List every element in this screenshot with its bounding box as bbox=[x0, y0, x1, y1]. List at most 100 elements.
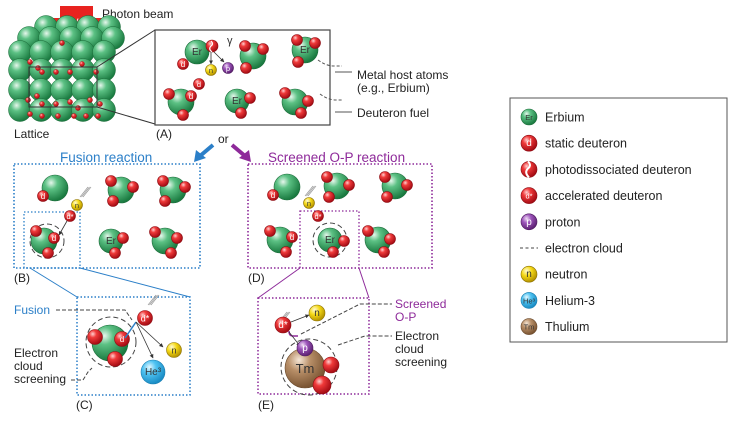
panel-e-label: (E) bbox=[258, 398, 274, 412]
op-label-1: Screened bbox=[395, 297, 446, 311]
lattice-deuteron bbox=[39, 69, 45, 75]
deuteron-symbol: d bbox=[52, 234, 56, 243]
op-screening-label-2: cloud bbox=[395, 342, 424, 356]
deuteron bbox=[323, 191, 335, 203]
deuteron bbox=[291, 34, 303, 46]
legend-item: d* accelerated deuteron bbox=[520, 187, 662, 204]
lattice-deuteron bbox=[83, 113, 89, 119]
callout-deuteron-label: Deuteron fuel bbox=[357, 106, 429, 120]
deuteron: d bbox=[267, 189, 279, 201]
lattice-deuteron bbox=[87, 97, 93, 103]
motion-trail bbox=[304, 185, 314, 197]
deuteron bbox=[109, 247, 121, 259]
lattice-deuteron bbox=[53, 101, 59, 107]
deuteron: d* bbox=[274, 316, 292, 334]
lattice-atom bbox=[92, 98, 116, 122]
neutron-symbol: n bbox=[307, 199, 311, 208]
motion-trail bbox=[79, 186, 89, 198]
svg-text:d*: d* bbox=[525, 192, 532, 201]
legend-label: Thulium bbox=[545, 320, 589, 334]
or-label: or bbox=[218, 132, 229, 146]
lattice-deuteron bbox=[35, 65, 41, 71]
deuteron-symbol: d* bbox=[278, 320, 288, 331]
zoom-line-top bbox=[96, 29, 156, 68]
lattice-atom bbox=[92, 78, 116, 102]
deuteron bbox=[42, 247, 54, 259]
deuteron bbox=[165, 247, 177, 259]
op-screening-label-3: screening bbox=[395, 355, 447, 369]
motion-trail bbox=[81, 186, 90, 198]
panel-c-label: (C) bbox=[76, 398, 93, 412]
neutron: n bbox=[71, 199, 83, 211]
deuteron: d bbox=[177, 58, 189, 70]
deuteron: d bbox=[48, 232, 60, 244]
motion-trail bbox=[149, 294, 158, 306]
lattice-deuteron bbox=[53, 69, 59, 75]
reaction-arrow bbox=[290, 314, 310, 323]
proton: p bbox=[296, 339, 314, 357]
deuteron bbox=[292, 56, 304, 68]
deuteron-symbol: d* bbox=[141, 314, 150, 324]
reaction-arrow bbox=[213, 51, 225, 63]
legend-label: static deuteron bbox=[545, 137, 627, 151]
fusion-callout-line bbox=[56, 309, 133, 321]
deuteron bbox=[177, 109, 189, 121]
neutron: n bbox=[303, 197, 315, 209]
neutron-symbol: n bbox=[314, 308, 320, 319]
legend-item: photodissociated deuteron bbox=[520, 160, 692, 179]
svg-text:n: n bbox=[526, 269, 532, 280]
helium3-symbol: He³ bbox=[145, 367, 162, 378]
zoom-line-bottom bbox=[96, 106, 156, 125]
deuteron bbox=[338, 235, 350, 247]
legend-label: accelerated deuteron bbox=[545, 189, 662, 203]
deuteron bbox=[312, 375, 332, 395]
thulium-icon: Tm bbox=[520, 318, 538, 335]
deuteron bbox=[379, 171, 391, 183]
motion-trail bbox=[82, 186, 92, 198]
fusion-label: Fusion bbox=[14, 303, 50, 317]
helium3: He³ bbox=[140, 359, 166, 385]
deuteron-symbol: d bbox=[271, 191, 275, 200]
panel-e-box bbox=[257, 297, 370, 395]
lattice-deuteron bbox=[34, 93, 40, 99]
deuteron bbox=[107, 195, 119, 207]
deuteron bbox=[302, 95, 314, 107]
op-screening-label-1: Electron bbox=[395, 329, 439, 343]
panel-d-subbox bbox=[299, 210, 360, 269]
deuteron bbox=[309, 37, 321, 49]
lattice-atom bbox=[29, 78, 53, 102]
panel-a-gamma: γ bbox=[227, 35, 233, 47]
lattice-atom bbox=[50, 78, 74, 102]
lattice-label: Lattice bbox=[14, 127, 50, 141]
legend-item: electron cloud bbox=[520, 242, 623, 256]
deuteron bbox=[378, 246, 390, 258]
electron-cloud bbox=[85, 316, 137, 368]
deuteron: d bbox=[114, 331, 130, 347]
panel-c-box bbox=[76, 296, 191, 396]
legend-label: proton bbox=[545, 215, 580, 229]
lattice-deuteron bbox=[39, 113, 45, 119]
legend-label: neutron bbox=[545, 268, 587, 282]
lattice-deuteron bbox=[67, 99, 73, 105]
erbium-atom-symbol: Er bbox=[325, 235, 336, 246]
proton: p bbox=[222, 62, 234, 74]
deuteron bbox=[163, 88, 175, 100]
deuteron bbox=[257, 43, 269, 55]
deuteron bbox=[343, 179, 355, 191]
erbium-atom-symbol: Er bbox=[192, 47, 203, 58]
deuteron-symbol: d bbox=[120, 335, 124, 344]
panel-b-box bbox=[13, 163, 201, 269]
lattice-deuteron bbox=[71, 113, 77, 119]
reaction-arrow bbox=[135, 321, 154, 359]
erbium-atom-symbol: Er bbox=[232, 96, 243, 107]
neutron-icon: n bbox=[520, 265, 538, 283]
erbium-icon: Er bbox=[520, 108, 538, 126]
deuteron bbox=[240, 62, 252, 74]
svg-text:Er: Er bbox=[525, 113, 533, 122]
deuteron-symbol: d bbox=[41, 192, 45, 201]
deuteron bbox=[235, 107, 247, 119]
